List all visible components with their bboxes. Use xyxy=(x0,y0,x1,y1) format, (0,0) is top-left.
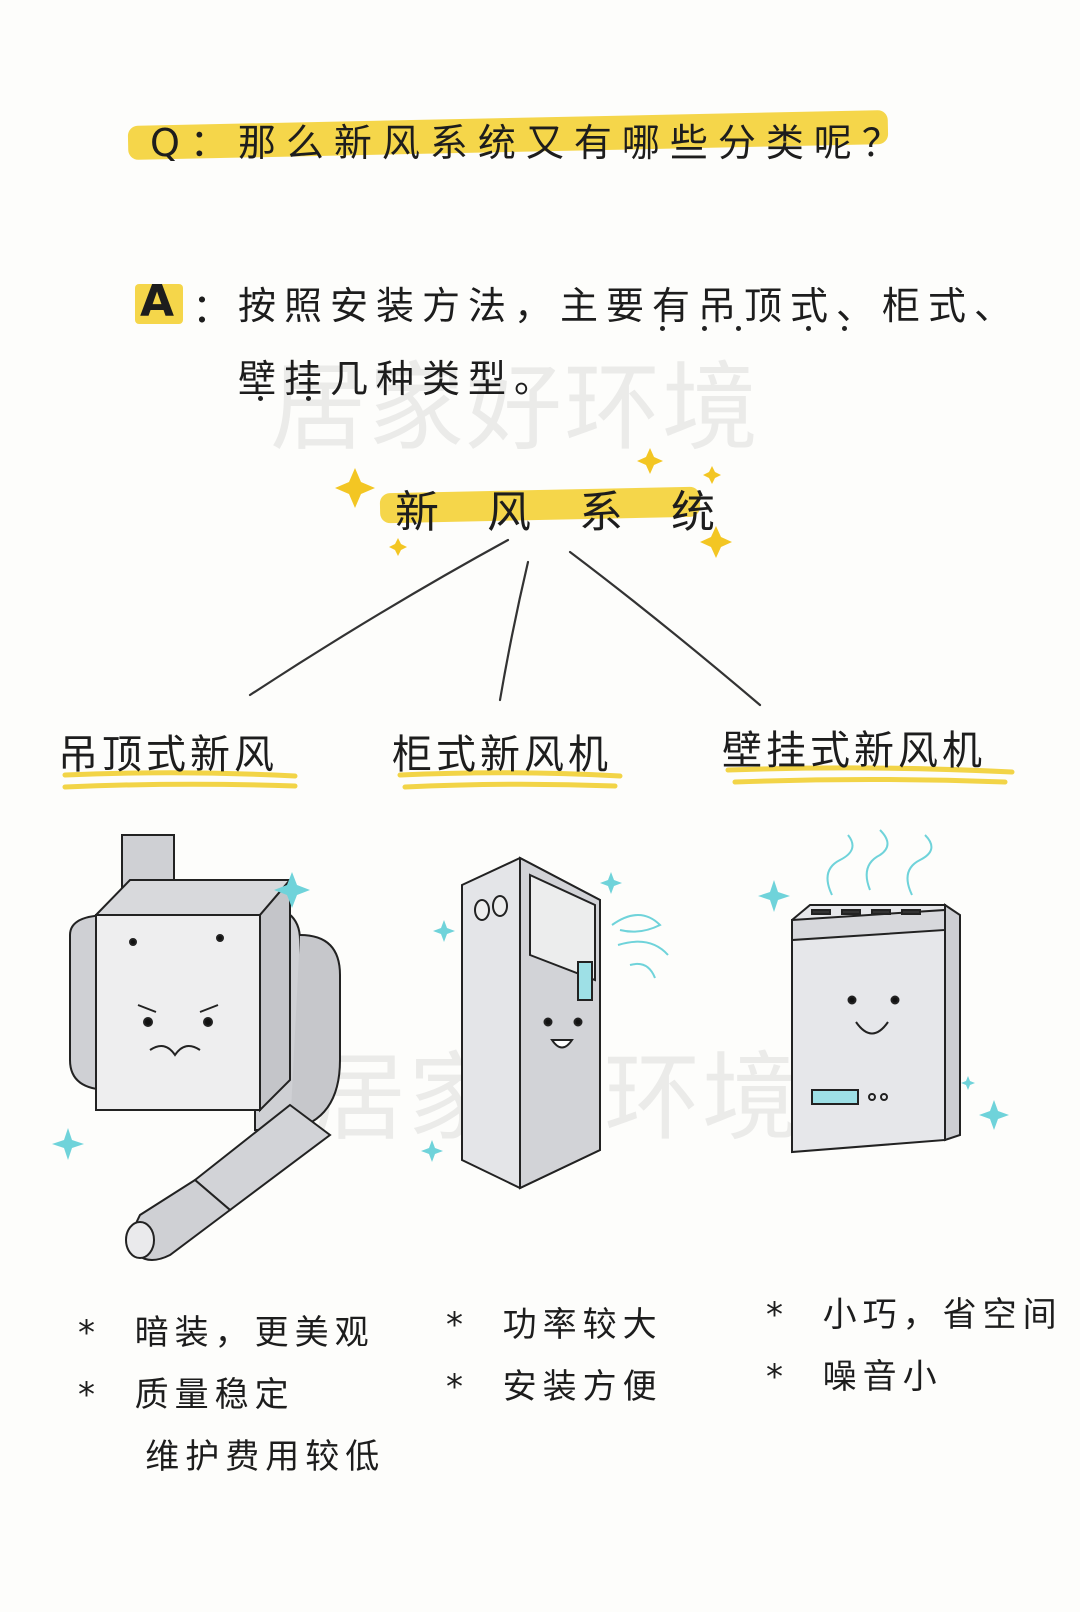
sparkle-icon xyxy=(600,872,622,894)
branch-line-right xyxy=(568,550,762,707)
watermark: 居家好环境 xyxy=(270,352,760,464)
branch-line-left xyxy=(248,538,510,697)
sparkle-icon xyxy=(389,538,407,556)
sparkle-icon xyxy=(703,466,721,484)
emphasis-dot xyxy=(842,326,847,331)
answer-mark: A xyxy=(140,276,175,327)
features-cabinet: * 功率较大 * 安装方便 xyxy=(446,1305,663,1407)
type-label-wall: 壁挂式新风机 xyxy=(722,728,986,774)
branch-line-middle xyxy=(498,560,530,702)
cabinet-unit-drawing xyxy=(461,856,601,1190)
features-wall: * 小巧，省空间 * 噪音小 xyxy=(766,1295,1063,1397)
emphasis-dot xyxy=(736,326,741,331)
emphasis-dot xyxy=(258,396,263,401)
question-text: Q：那么新风系统又有哪些分类呢？ xyxy=(150,121,910,165)
sparkle-icon xyxy=(700,526,732,558)
center-title: 新风系统 xyxy=(395,487,763,538)
sparkle-icon xyxy=(52,1128,84,1160)
sparkle-icon xyxy=(421,1140,443,1162)
sparkle-icon xyxy=(335,468,375,508)
sparkle-icon xyxy=(961,1076,975,1090)
emphasis-dot xyxy=(660,326,665,331)
emphasis-dot xyxy=(306,396,311,401)
sparkle-group-yellow xyxy=(335,448,732,558)
answer-colon: ： xyxy=(192,286,232,332)
airflow-lines xyxy=(611,914,669,979)
emphasis-dot xyxy=(806,326,811,331)
answer-highlight xyxy=(135,284,183,324)
features-ceiling: * 暗装，更美观 * 质量稳定 维护费用较低 xyxy=(78,1313,386,1477)
answer-line-1: 按照安装方法，主要有吊顶式、柜式、 xyxy=(238,284,1021,328)
sparkle-icon xyxy=(637,448,663,474)
sparkle-icon xyxy=(979,1100,1009,1130)
wall-unit-drawing xyxy=(791,903,961,1154)
steam-lines xyxy=(826,829,933,896)
ceiling-unit-drawing xyxy=(69,834,341,1261)
sparkle-icon xyxy=(758,880,790,912)
sparkle-icon xyxy=(433,920,455,942)
emphasis-dot xyxy=(702,326,707,331)
answer-line-2: 壁挂几种类型。 xyxy=(238,357,561,401)
sparkle-icon xyxy=(274,872,310,908)
sparkle-group-cyan xyxy=(52,872,1009,1162)
type-label-ceiling: 吊顶式新风 xyxy=(58,732,278,778)
type-label-cabinet: 柜式新风机 xyxy=(392,732,612,778)
